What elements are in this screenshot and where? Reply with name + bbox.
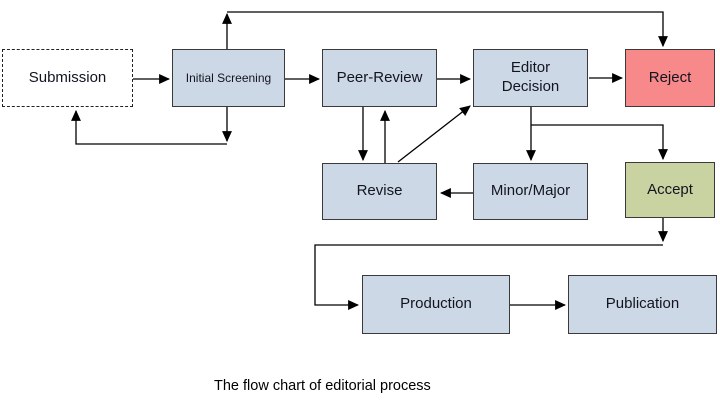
node-peer-review-label: Peer-Review (336, 68, 423, 86)
arrow-accept-route-to-production (314, 244, 663, 310)
node-revise-label: Revise (356, 182, 403, 200)
node-peer-review: Peer-Review (322, 49, 437, 107)
node-publication: Publication (568, 275, 717, 334)
diagram-caption: The flow chart of editorial process (214, 378, 431, 394)
node-editor-decision-label: Editor Decision (501, 59, 560, 95)
arrow-editor-decision-branch-to-accept (531, 124, 668, 161)
node-revise: Revise (322, 163, 437, 220)
node-reject-label: Reject (648, 68, 692, 86)
node-initial-screening-label: Initial Screening (185, 70, 272, 85)
node-initial-screening: Initial Screening (172, 49, 285, 107)
node-reject: Reject (625, 49, 715, 107)
node-publication-label: Publication (605, 295, 680, 313)
arrow-top-line-to-reject (227, 11, 668, 48)
arrow-revise-to-editor-decision-diagonal (397, 105, 471, 163)
node-minor-major-label: Minor/Major (490, 182, 571, 200)
node-minor-major: Minor/Major (473, 163, 588, 220)
arrow-loop-back-to-submission (71, 109, 227, 145)
node-submission: Submission (2, 49, 133, 107)
node-submission-label: Submission (28, 68, 107, 86)
node-accept: Accept (625, 162, 715, 218)
node-production: Production (362, 275, 510, 334)
node-production-label: Production (400, 295, 472, 313)
node-editor-decision: Editor Decision (473, 49, 588, 107)
node-accept-label: Accept (647, 180, 693, 198)
